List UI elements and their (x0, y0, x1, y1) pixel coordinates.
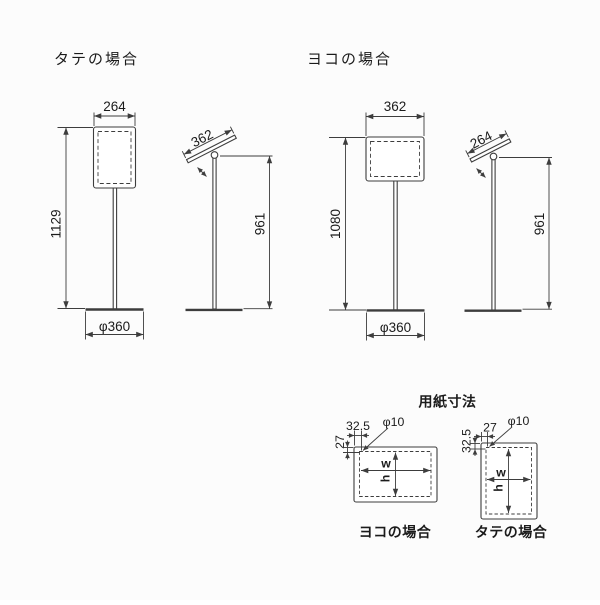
ext-line (229, 126, 235, 134)
paper-detail-tate: w h 27 32.5 φ10 (460, 414, 548, 540)
dim-value: 961 (532, 213, 547, 236)
sign-panel (365, 136, 425, 182)
sign-panel (92, 126, 137, 189)
height-label: h (492, 484, 506, 492)
dim-value: 264 (103, 99, 126, 114)
yoko-front-height-dim: 1080 (328, 137, 366, 311)
paper-dashed-outline (359, 451, 432, 497)
dim-value: 362 (384, 99, 407, 114)
ext-line (181, 151, 187, 159)
tilted-panel-assembly: 264 (465, 128, 512, 163)
hole-offset-x-dim: 32.5 (346, 419, 370, 451)
tate-front-height-dim: 1129 (49, 127, 93, 309)
yoko-stand-front-view: 362 1080 φ360 (328, 99, 425, 341)
hole-offset-y-dim: 27 (333, 435, 360, 460)
dim-value: φ360 (380, 320, 411, 335)
tate-stand-side-view: 362 961 (181, 126, 273, 312)
dim-value: 32.5 (460, 429, 474, 453)
paper-spec-section: 用紙寸法 w h 32.5 27 (333, 394, 548, 541)
tilt-joint-ball (489, 152, 498, 161)
caption-yoko-case: ヨコの場合 (359, 524, 432, 540)
paper-area-dashed (97, 131, 132, 184)
hole-offset-y-dim: 32.5 (460, 429, 486, 456)
paper-detail-yoko: w h 32.5 27 φ10 (333, 415, 438, 540)
pole (112, 186, 118, 310)
tate-side-height-dim: 961 (220, 155, 273, 310)
dim-value: 27 (483, 421, 497, 435)
dim-value: 27 (333, 435, 347, 449)
tate-front-width-dim: 264 (93, 99, 136, 126)
pole (212, 155, 217, 310)
tate-stand-front-view: 264 1129 φ360 (49, 99, 144, 340)
dim-value: φ10 (508, 414, 530, 428)
hole-dia-callout: φ10 (362, 415, 405, 451)
tate-front-base-dim: φ360 (85, 311, 144, 340)
dim-value: φ360 (99, 319, 130, 334)
pole (393, 179, 398, 311)
dim-value: 32.5 (346, 419, 370, 433)
yoko-stand-side-view: 264 961 (464, 128, 552, 312)
yoko-front-width-dim: 362 (365, 99, 425, 136)
height-label: h (379, 475, 393, 483)
caption-tate-case: タテの場合 (475, 524, 548, 540)
dim-value: 1080 (328, 209, 343, 239)
leader-line (362, 427, 389, 451)
tilt-joint-ball (210, 151, 219, 159)
title-yoko-case: ヨコの場合 (307, 51, 392, 68)
yoko-side-height-dim: 961 (499, 157, 552, 310)
hole-dia-callout: φ10 (489, 414, 530, 447)
dim-value: 961 (253, 213, 268, 236)
ext-line (465, 150, 470, 158)
frame-outline (480, 442, 538, 520)
title-tate-case: タテの場合 (54, 51, 139, 68)
width-label: w (495, 466, 506, 480)
hole-offset-x-dim: 27 (474, 421, 497, 447)
paper-area-dashed (370, 141, 420, 177)
ext-line (504, 130, 509, 138)
tilt-adjust-arrow-icon (476, 168, 486, 178)
tilt-adjust-arrow-icon (197, 167, 207, 177)
width-label: w (380, 457, 391, 471)
yoko-front-base-dim: φ360 (366, 312, 425, 341)
dim-value: 1129 (49, 209, 64, 238)
dim-line (183, 129, 233, 155)
leader-line (489, 426, 513, 447)
pole (491, 157, 496, 311)
dim-line (467, 133, 507, 154)
paper-dashed-outline (485, 447, 532, 515)
paper-spec-title: 用紙寸法 (419, 394, 477, 410)
dim-value: φ10 (383, 415, 405, 429)
